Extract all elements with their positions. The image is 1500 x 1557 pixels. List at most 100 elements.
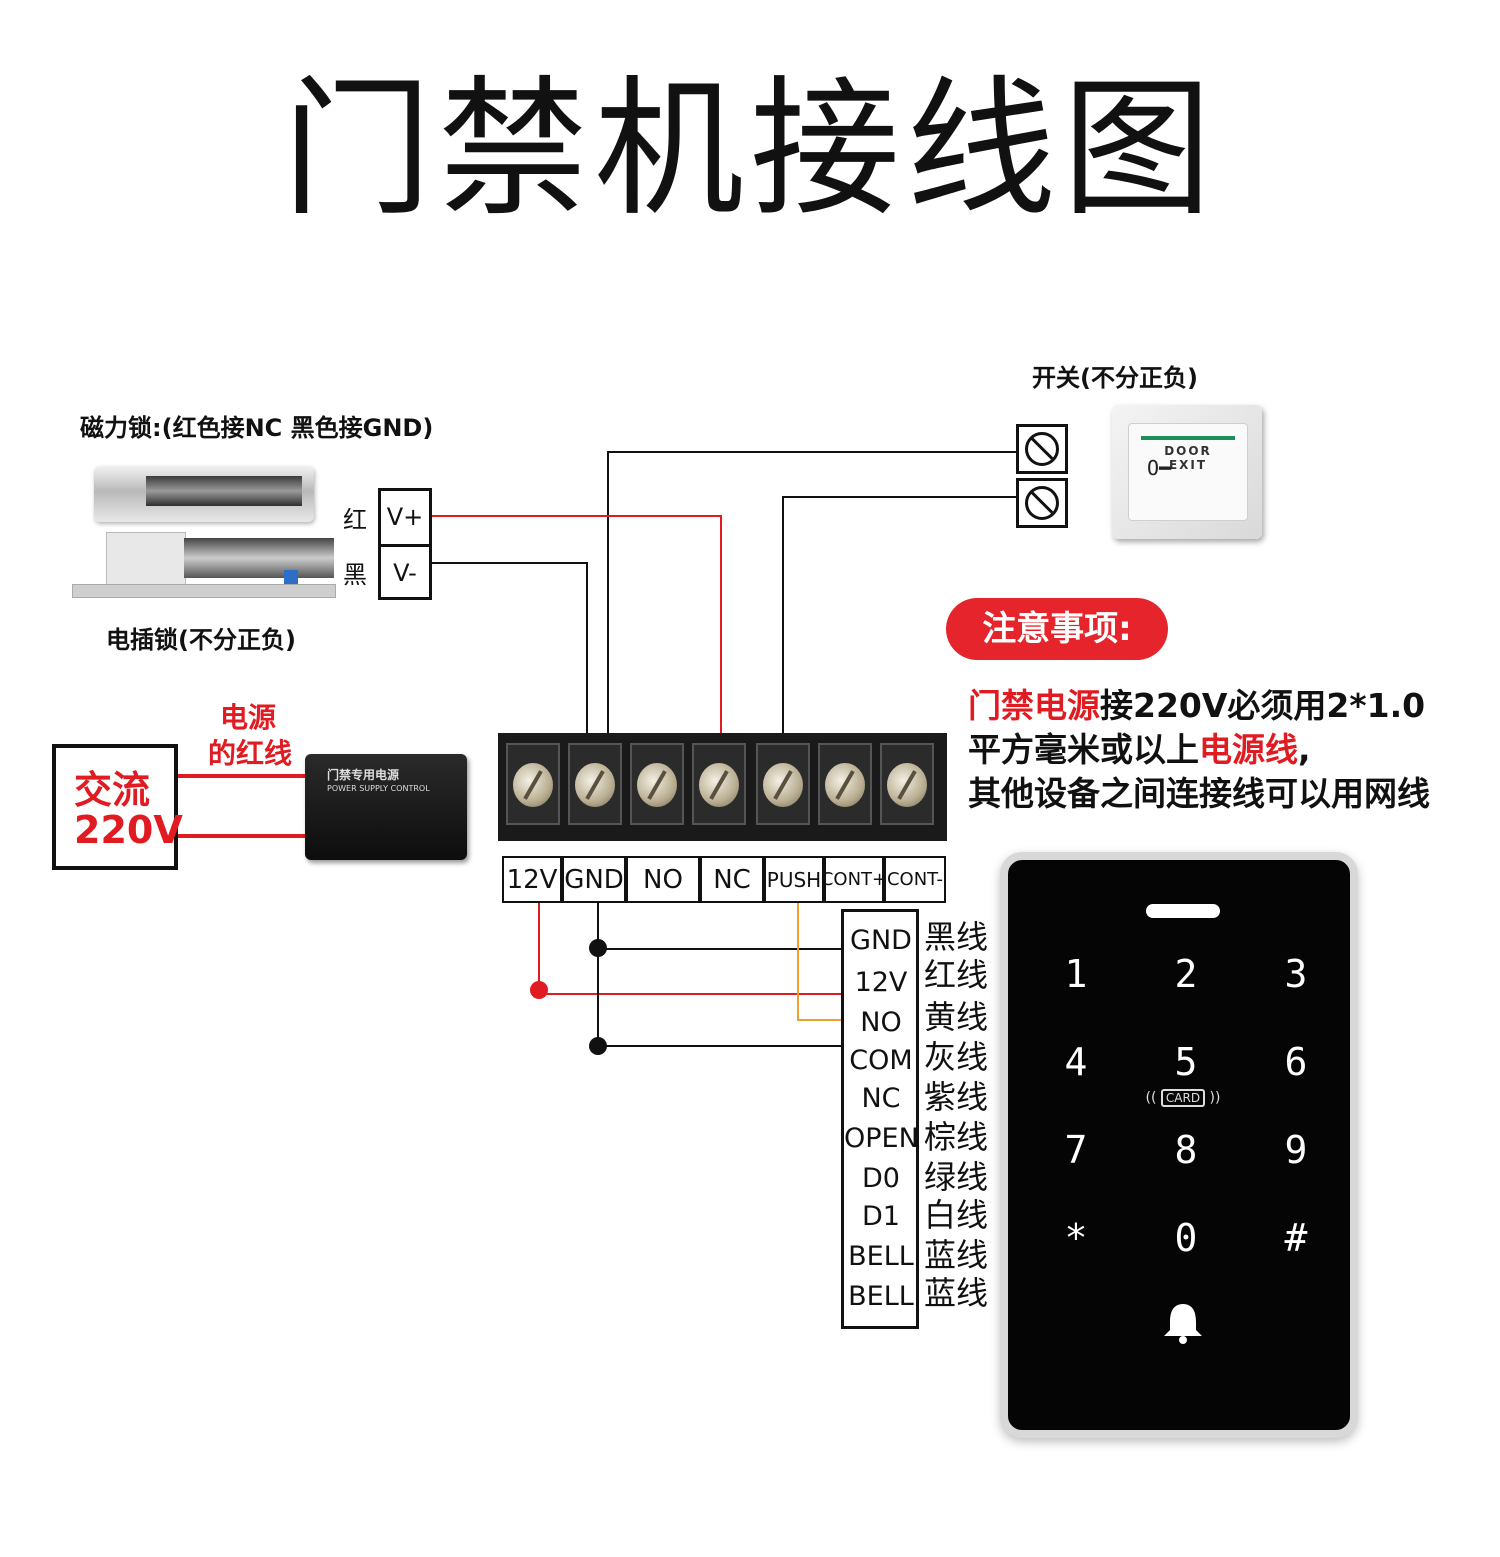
screw-icon xyxy=(699,763,739,807)
power-supply-unit: 门禁专用电源 POWER SUPPLY CONTROL xyxy=(305,754,467,860)
wire-color-5: 紫线 xyxy=(924,1078,989,1116)
red-wire-label: 红 xyxy=(343,506,367,534)
notice-line-3: 其他设备之间连接线可以用网线 xyxy=(968,774,1430,813)
pin-nc: NC xyxy=(861,1083,901,1114)
vplus-label: V+ xyxy=(381,491,429,547)
notice-line2-a: 平方毫米或以上 xyxy=(968,730,1199,769)
screw-icon xyxy=(763,763,803,807)
notice-line1-red: 门禁电源 xyxy=(968,686,1100,725)
power-wire-label-2: 的红线 xyxy=(208,737,293,770)
key-6: 6 xyxy=(1284,1040,1308,1084)
key-2: 2 xyxy=(1174,952,1198,996)
key-7: 7 xyxy=(1064,1128,1088,1172)
terminal-block xyxy=(498,733,947,841)
key-0: 0 xyxy=(1174,1216,1198,1260)
exit-button-exit-text: EXIT xyxy=(1168,458,1208,472)
key-5: 5 xyxy=(1174,1040,1198,1084)
screw-icon xyxy=(887,763,927,807)
notice-line1-rest: 接220V必须用2*1.0 xyxy=(1100,686,1426,725)
notice-line2-red: 电源线 xyxy=(1199,730,1298,769)
pin-gnd: GND xyxy=(850,925,912,956)
wire-gnd xyxy=(597,903,841,1047)
pin-d0: D0 xyxy=(862,1163,900,1194)
pin-open: OPEN xyxy=(844,1123,919,1154)
power-wire-label-1: 电源 xyxy=(220,701,277,734)
v-terminal-box: V+ V- xyxy=(378,488,432,600)
key-8: 8 xyxy=(1174,1128,1198,1172)
access-keypad-device: 1 2 3 4 5 6 (( CARD )) 7 8 9 * 0 # xyxy=(1000,852,1358,1438)
switch-terminal-2 xyxy=(1016,478,1068,528)
pin-bell-1: BELL xyxy=(848,1241,914,1272)
key-icon: O━ xyxy=(1146,456,1172,480)
psu-label-en: POWER SUPPLY CONTROL xyxy=(327,784,430,793)
card-reader-area: (( CARD )) xyxy=(1145,1089,1221,1107)
wire-push xyxy=(797,903,841,1021)
page-title: 门禁机接线图 xyxy=(281,63,1218,237)
junction-gnd-2 xyxy=(589,1037,607,1055)
pin-no: NO xyxy=(860,1007,902,1038)
screw-icon xyxy=(513,763,553,807)
bolt-lock-label: 电插锁(不分正负) xyxy=(106,626,296,654)
terminal-label-gnd: GND xyxy=(562,856,626,903)
exit-button-door-text: DOOR xyxy=(1164,444,1212,458)
psu-label-cn: 门禁专用电源 xyxy=(327,768,400,782)
notice-line-2: 平方毫米或以上电源线, xyxy=(968,728,1430,772)
terminal-label-12v: 12V xyxy=(502,856,562,903)
exit-button-image: DOOR O━ EXIT xyxy=(1112,405,1262,539)
screw-icon xyxy=(637,763,677,807)
key-star: * xyxy=(1064,1216,1088,1260)
vminus-label: V- xyxy=(393,559,417,587)
pin-d1: D1 xyxy=(862,1201,900,1232)
screw-icon xyxy=(1025,432,1059,466)
screw-icon xyxy=(1025,486,1059,520)
wire-color-8: 白线 xyxy=(924,1196,989,1234)
notice-text: 门禁电源接220V必须用2*1.0 平方毫米或以上电源线, 其他设备之间连接线可… xyxy=(968,684,1430,816)
keypad-pin-list: GND 12V NO COM NC OPEN D0 D1 BELL BELL xyxy=(841,909,919,1329)
wire-color-6: 棕线 xyxy=(924,1118,989,1156)
wire-color-7: 绿线 xyxy=(924,1158,989,1196)
junction-gnd-1 xyxy=(589,939,607,957)
maglock-image xyxy=(94,466,314,522)
bolt-lock-image xyxy=(72,532,336,598)
notice-badge: 注意事项: xyxy=(946,598,1168,660)
indicator-slot xyxy=(1146,904,1220,918)
switch-wire-1 xyxy=(607,451,1018,733)
wire-color-1: 黑线 xyxy=(924,918,989,956)
screw-icon xyxy=(575,763,615,807)
terminal-label-nc: NC xyxy=(700,856,764,903)
ac-label-line2: 220V xyxy=(74,808,183,852)
bell-icon xyxy=(1164,1304,1202,1344)
switch-label: 开关(不分正负) xyxy=(1032,364,1198,392)
key-4: 4 xyxy=(1064,1040,1088,1084)
key-hash: # xyxy=(1284,1216,1308,1260)
pin-com: COM xyxy=(849,1045,913,1076)
notice-line-1: 门禁电源接220V必须用2*1.0 xyxy=(968,684,1430,728)
ac-label-line1: 交流 xyxy=(74,768,151,812)
wire-color-4: 灰线 xyxy=(924,1038,989,1076)
terminal-label-no: NO xyxy=(626,856,700,903)
card-reader-label: CARD xyxy=(1160,1089,1206,1107)
black-wire-label: 黑 xyxy=(343,561,367,589)
terminal-label-push: PUSH xyxy=(764,856,824,903)
key-3: 3 xyxy=(1284,952,1308,996)
pin-bell-2: BELL xyxy=(848,1281,914,1312)
wire-color-10: 蓝线 xyxy=(924,1274,989,1312)
ac-220v-source: 交流 220V xyxy=(52,744,183,870)
key-9: 9 xyxy=(1284,1128,1308,1172)
screw-icon xyxy=(825,763,865,807)
maglock-black-wire xyxy=(432,562,588,733)
switch-terminal-1 xyxy=(1016,424,1068,474)
key-1: 1 xyxy=(1064,952,1088,996)
maglock-red-wire xyxy=(432,515,722,733)
wire-color-3: 黄线 xyxy=(924,998,989,1036)
maglock-label: 磁力锁:(红色接NC 黑色接GND) xyxy=(80,414,434,442)
wire-color-2: 红线 xyxy=(924,956,989,994)
junction-12v xyxy=(530,981,548,999)
pin-12v: 12V xyxy=(854,967,908,998)
terminal-label-cont-plus: CONT+ xyxy=(821,856,887,903)
terminal-label-cont-minus: CONT- xyxy=(884,856,946,903)
notice-line2-b: , xyxy=(1298,730,1311,769)
wire-color-9: 蓝线 xyxy=(924,1236,989,1274)
switch-wire-2 xyxy=(782,496,1018,733)
